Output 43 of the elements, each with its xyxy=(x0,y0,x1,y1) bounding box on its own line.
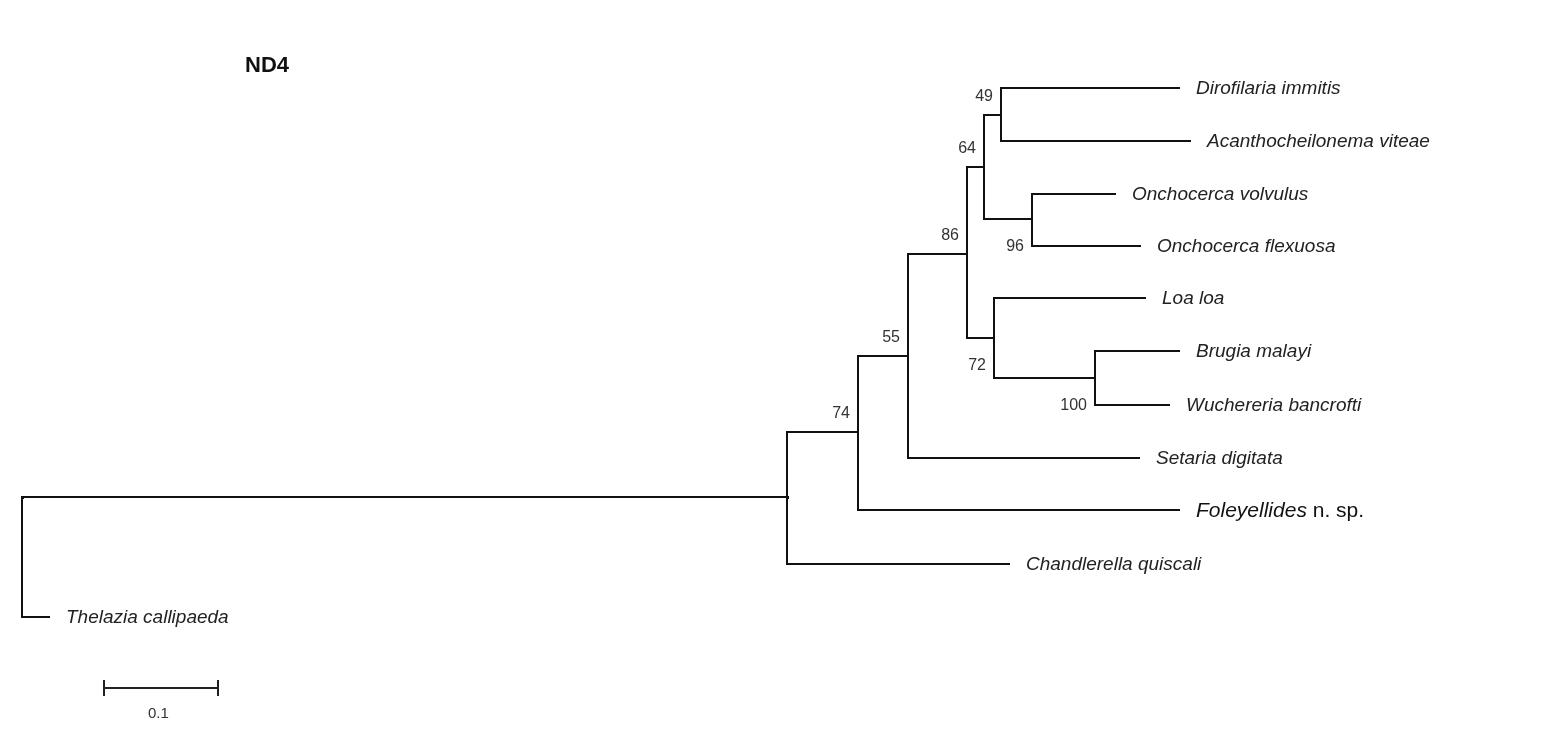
tree-branch xyxy=(966,253,995,339)
branch-node xyxy=(21,496,24,499)
tree-branch xyxy=(1094,350,1181,379)
scale-value: 0.1 xyxy=(148,703,169,723)
tree-branch xyxy=(1000,114,1192,142)
tree-branch xyxy=(857,355,909,433)
bootstrap-value: 100 xyxy=(1060,378,1095,414)
bootstrap-value: 96 xyxy=(1006,219,1032,255)
bootstrap-value: 55 xyxy=(882,328,908,356)
tree-branch xyxy=(907,355,1141,459)
tree-branch xyxy=(857,431,1181,511)
taxon-label: Acanthocheilonema viteae xyxy=(1191,129,1430,153)
bootstrap-value: 72 xyxy=(968,338,994,374)
tree-branch xyxy=(983,114,1002,168)
bootstrap-value: 64 xyxy=(958,139,984,167)
taxon-label: Onchocerca flexuosa xyxy=(1141,234,1336,258)
taxon-label: Foleyellides n. sp. xyxy=(1180,498,1365,522)
tree-branch xyxy=(907,253,968,357)
taxon-label: Chandlerella quiscali xyxy=(1010,552,1202,576)
tree-branch xyxy=(1031,218,1142,247)
branch-node xyxy=(786,496,789,499)
bootstrap-value: 74 xyxy=(832,404,858,432)
tree-branch xyxy=(21,496,51,618)
taxon-label: Loa loa xyxy=(1146,286,1225,310)
tree-branch xyxy=(1094,377,1171,406)
tree-branch xyxy=(993,297,1147,339)
taxon-label: Brugia malayi xyxy=(1180,339,1312,363)
tree-branch xyxy=(1031,193,1117,220)
tree-branch xyxy=(21,496,788,498)
tree-branch xyxy=(786,431,859,498)
taxon-label: Onchocerca volvulus xyxy=(1116,182,1309,206)
tree-branch xyxy=(1000,87,1181,116)
tree-branch xyxy=(786,496,1011,565)
taxon-label: Dirofilaria immitis xyxy=(1180,76,1341,100)
tree-branch xyxy=(983,166,1033,220)
taxon-label: Wuchereria bancrofti xyxy=(1170,393,1362,417)
bootstrap-value: 49 xyxy=(975,87,1001,115)
taxon-label: Thelazia callipaeda xyxy=(50,605,229,629)
tree-branch xyxy=(993,337,1096,379)
bootstrap-value: 86 xyxy=(941,226,967,254)
taxon-label: Setaria digitata xyxy=(1140,446,1283,470)
title: ND4 xyxy=(245,51,289,79)
tree-branch xyxy=(966,166,985,255)
